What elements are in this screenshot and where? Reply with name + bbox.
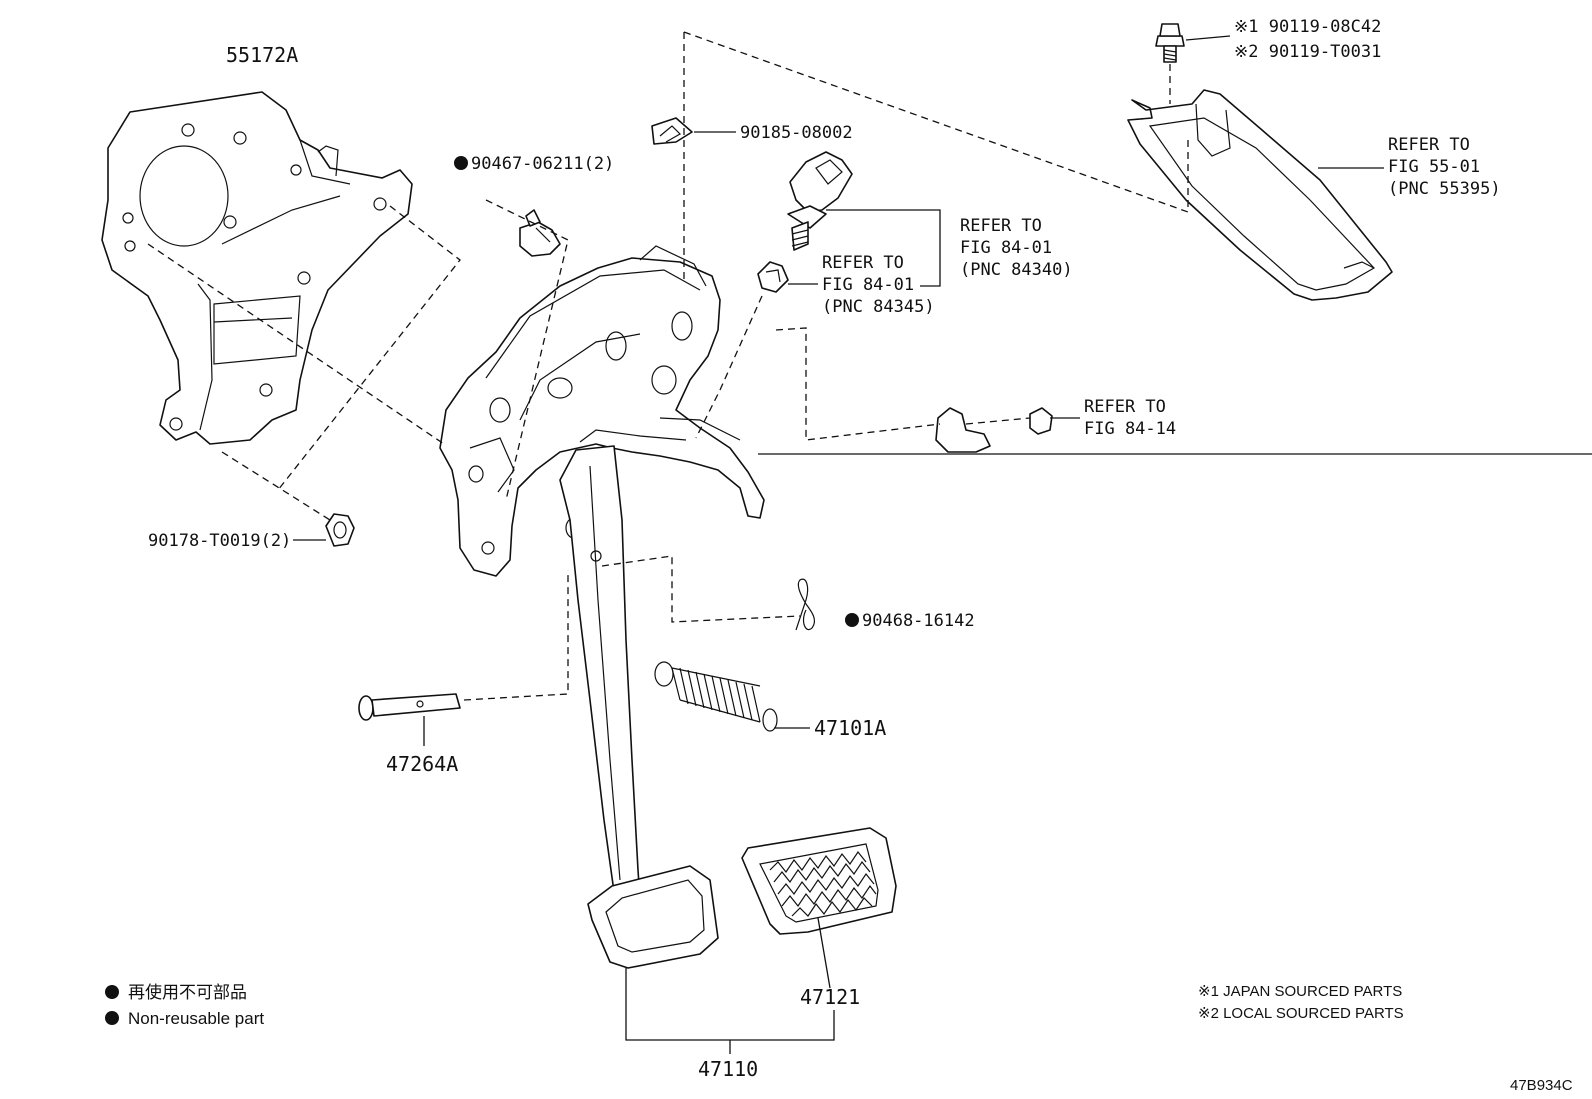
explode-lines [147, 31, 1189, 701]
sensor-ref-84-14[interactable] [935, 407, 1053, 453]
ref-55-01-line2: FIG 55-01 [1388, 157, 1480, 177]
pedal-pad-47121[interactable] [741, 827, 897, 935]
ref-84340-line3: (PNC 84340) [960, 260, 1073, 280]
non-reusable-mark-90468 [845, 613, 859, 627]
note-local-sourced: ※2 LOCAL SOURCED PARTS [1198, 1005, 1404, 1022]
legend-english: Non-reusable part [128, 1009, 264, 1028]
clip-90468[interactable] [795, 578, 816, 631]
ref-84-14-line1: REFER TO [1084, 397, 1166, 417]
ref-84-14-line2: FIG 84-14 [1084, 419, 1176, 439]
label-90468: 90468-16142 [862, 611, 975, 631]
clip-nut-90185[interactable] [651, 117, 693, 145]
figure-code: 47B934C [1510, 1077, 1573, 1094]
pedal-bracket[interactable] [439, 245, 765, 577]
stop-lamp-switch-ref-84340[interactable] [787, 151, 853, 251]
pedal-arm-47110[interactable] [559, 445, 719, 969]
label-90467: 90467-06211(2) [471, 154, 614, 174]
label-bolt-local: ※2 90119-T0031 [1234, 42, 1381, 62]
leader-lines [293, 35, 1384, 1054]
legend-japanese: 再使用不可部品 [128, 982, 247, 1002]
ref-84345-line3: (PNC 84345) [822, 297, 935, 317]
legend-mark-en [105, 1011, 119, 1025]
non-reusable-mark-90467 [454, 156, 468, 170]
ref-84340-line1: REFER TO [960, 216, 1042, 236]
label-90185: 90185-08002 [740, 123, 853, 143]
support-bracket-55172a[interactable] [101, 91, 413, 445]
ref-55-01-line1: REFER TO [1388, 135, 1470, 155]
legend-mark-jp [105, 985, 119, 999]
cushion-ref-84345[interactable] [757, 261, 789, 293]
label-47101a: 47101A [814, 716, 886, 740]
return-spring-47101a[interactable] [654, 661, 778, 732]
nut-90178[interactable] [325, 513, 355, 547]
label-47110: 47110 [698, 1057, 758, 1081]
label-bolt-japan: ※1 90119-08C42 [1234, 17, 1381, 37]
ref-84345-line2: FIG 84-01 [822, 275, 914, 295]
label-90178: 90178-T0019(2) [148, 531, 291, 551]
clevis-pin-47264a[interactable] [358, 693, 461, 721]
label-55172a: 55172A [226, 43, 298, 67]
ref-55-01-line3: (PNC 55395) [1388, 179, 1501, 199]
note-japan-sourced: ※1 JAPAN SOURCED PARTS [1198, 983, 1402, 1000]
pedal-cover-ref-55395[interactable] [1127, 89, 1393, 301]
label-47264a: 47264A [386, 752, 458, 776]
ref-84340-line2: FIG 84-01 [960, 238, 1052, 258]
label-47121: 47121 [800, 985, 860, 1009]
bolt-90119[interactable] [1155, 23, 1185, 63]
clip-90467[interactable] [519, 209, 561, 257]
ref-84345-line1: REFER TO [822, 253, 904, 273]
